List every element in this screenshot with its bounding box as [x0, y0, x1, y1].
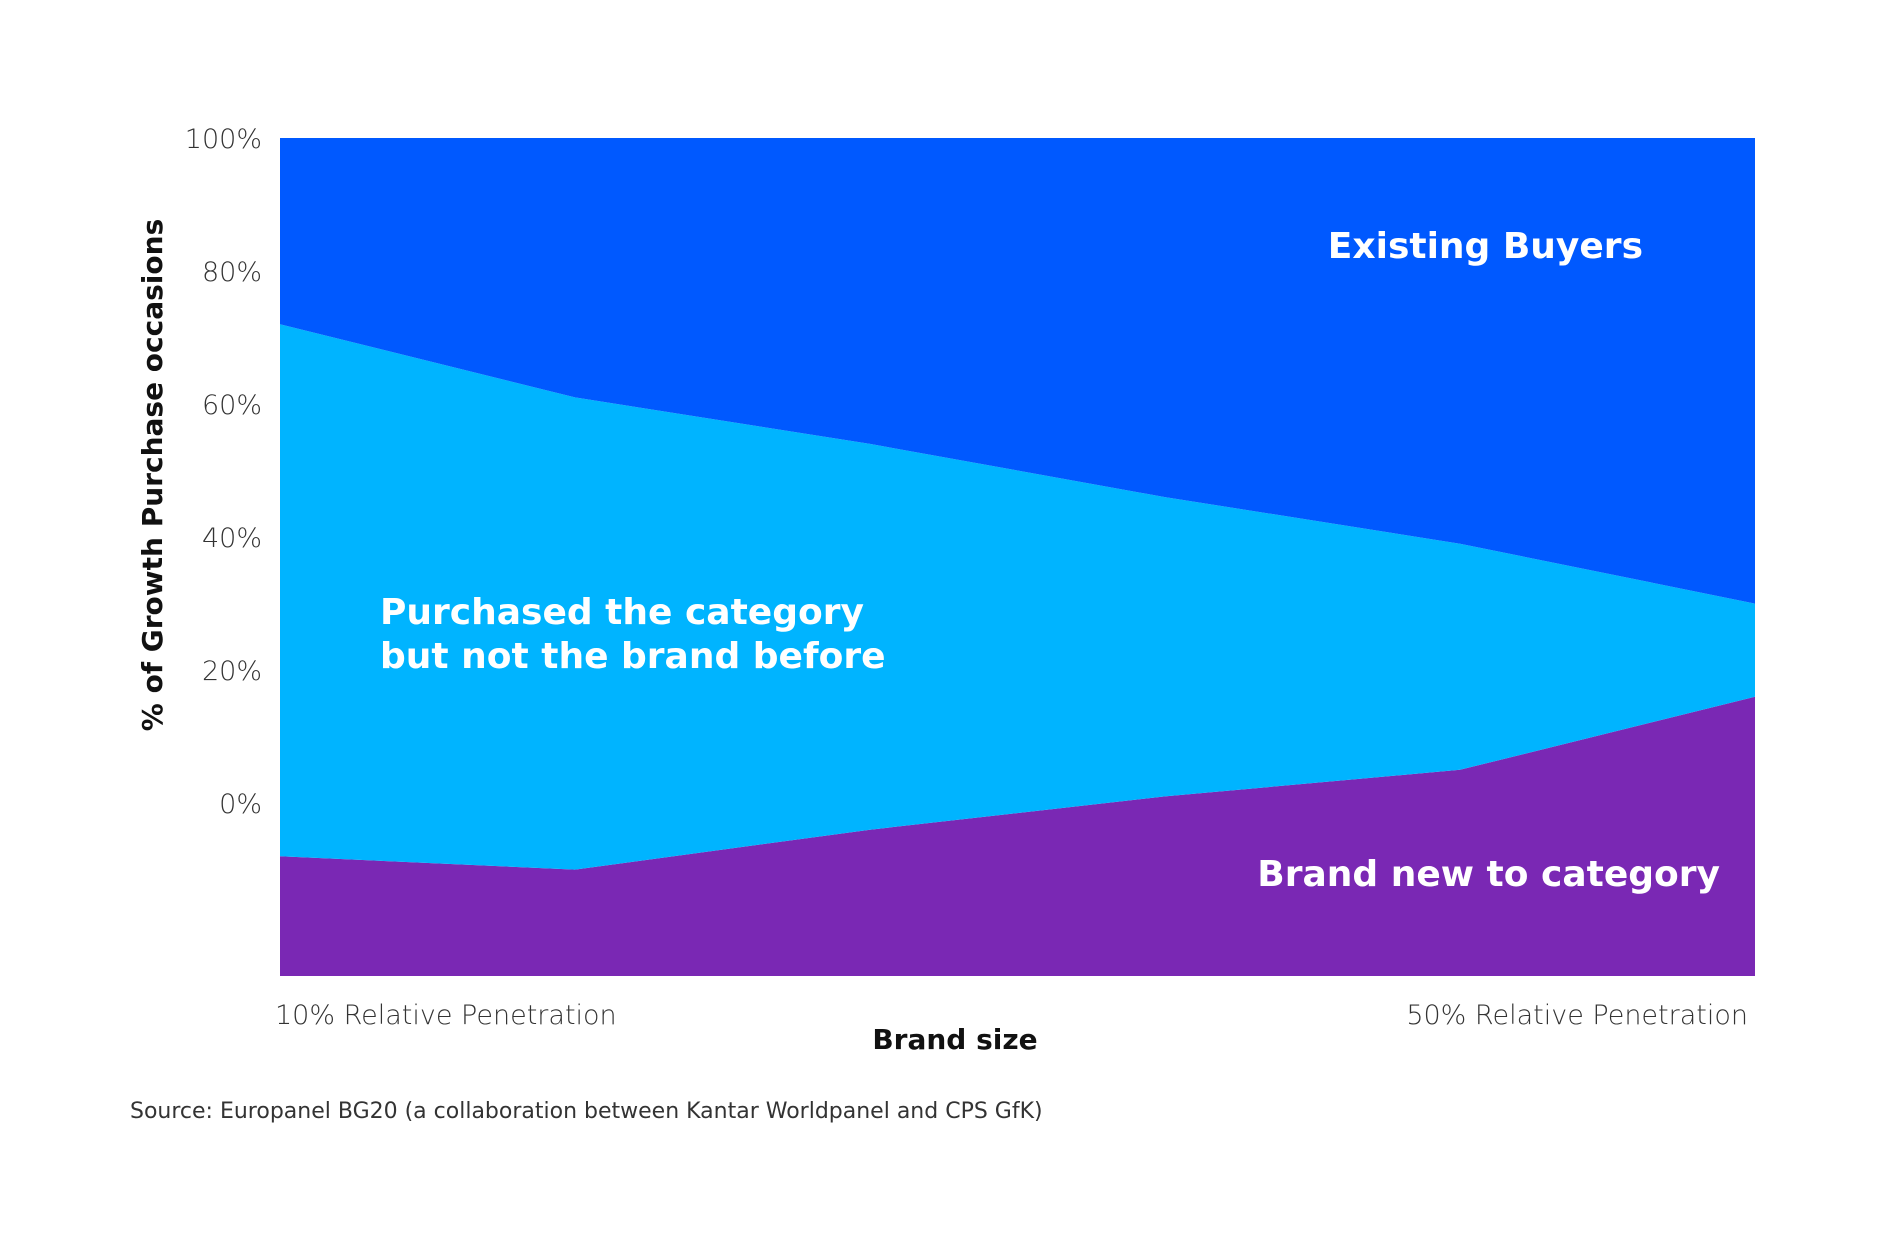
label-brand-new: Brand new to category [1257, 854, 1720, 895]
y-tick-80: 80% [202, 257, 262, 288]
source-note: Source: Europanel BG20 (a collaboration … [130, 1099, 1043, 1124]
y-tick-100: 100% [185, 124, 262, 155]
y-tick-0: 0% [219, 789, 262, 820]
y-tick-20: 20% [202, 656, 262, 687]
stacked-areas [280, 138, 1755, 976]
y-tick-60: 60% [202, 390, 262, 421]
x-label-right: 50% Relative Penetration [1406, 1000, 1748, 1031]
label-existing-buyers: Existing Buyers [1328, 226, 1643, 267]
x-label-left: 10% Relative Penetration [275, 1000, 617, 1031]
label-purchased-line1: Purchased the category [380, 592, 864, 633]
x-axis-title: Brand size [872, 1023, 1037, 1056]
y-axis-ticks: 100% 80% 60% 40% 20% 0% [185, 124, 262, 820]
area-purchased-not-brand [280, 324, 1755, 870]
y-axis-title: % of Growth Purchase occasions [136, 219, 169, 731]
area-brand-new [280, 696, 1755, 976]
area-existing-buyers [280, 138, 1755, 604]
label-purchased-line2: but not the brand before [380, 636, 886, 677]
y-tick-40: 40% [202, 523, 262, 554]
